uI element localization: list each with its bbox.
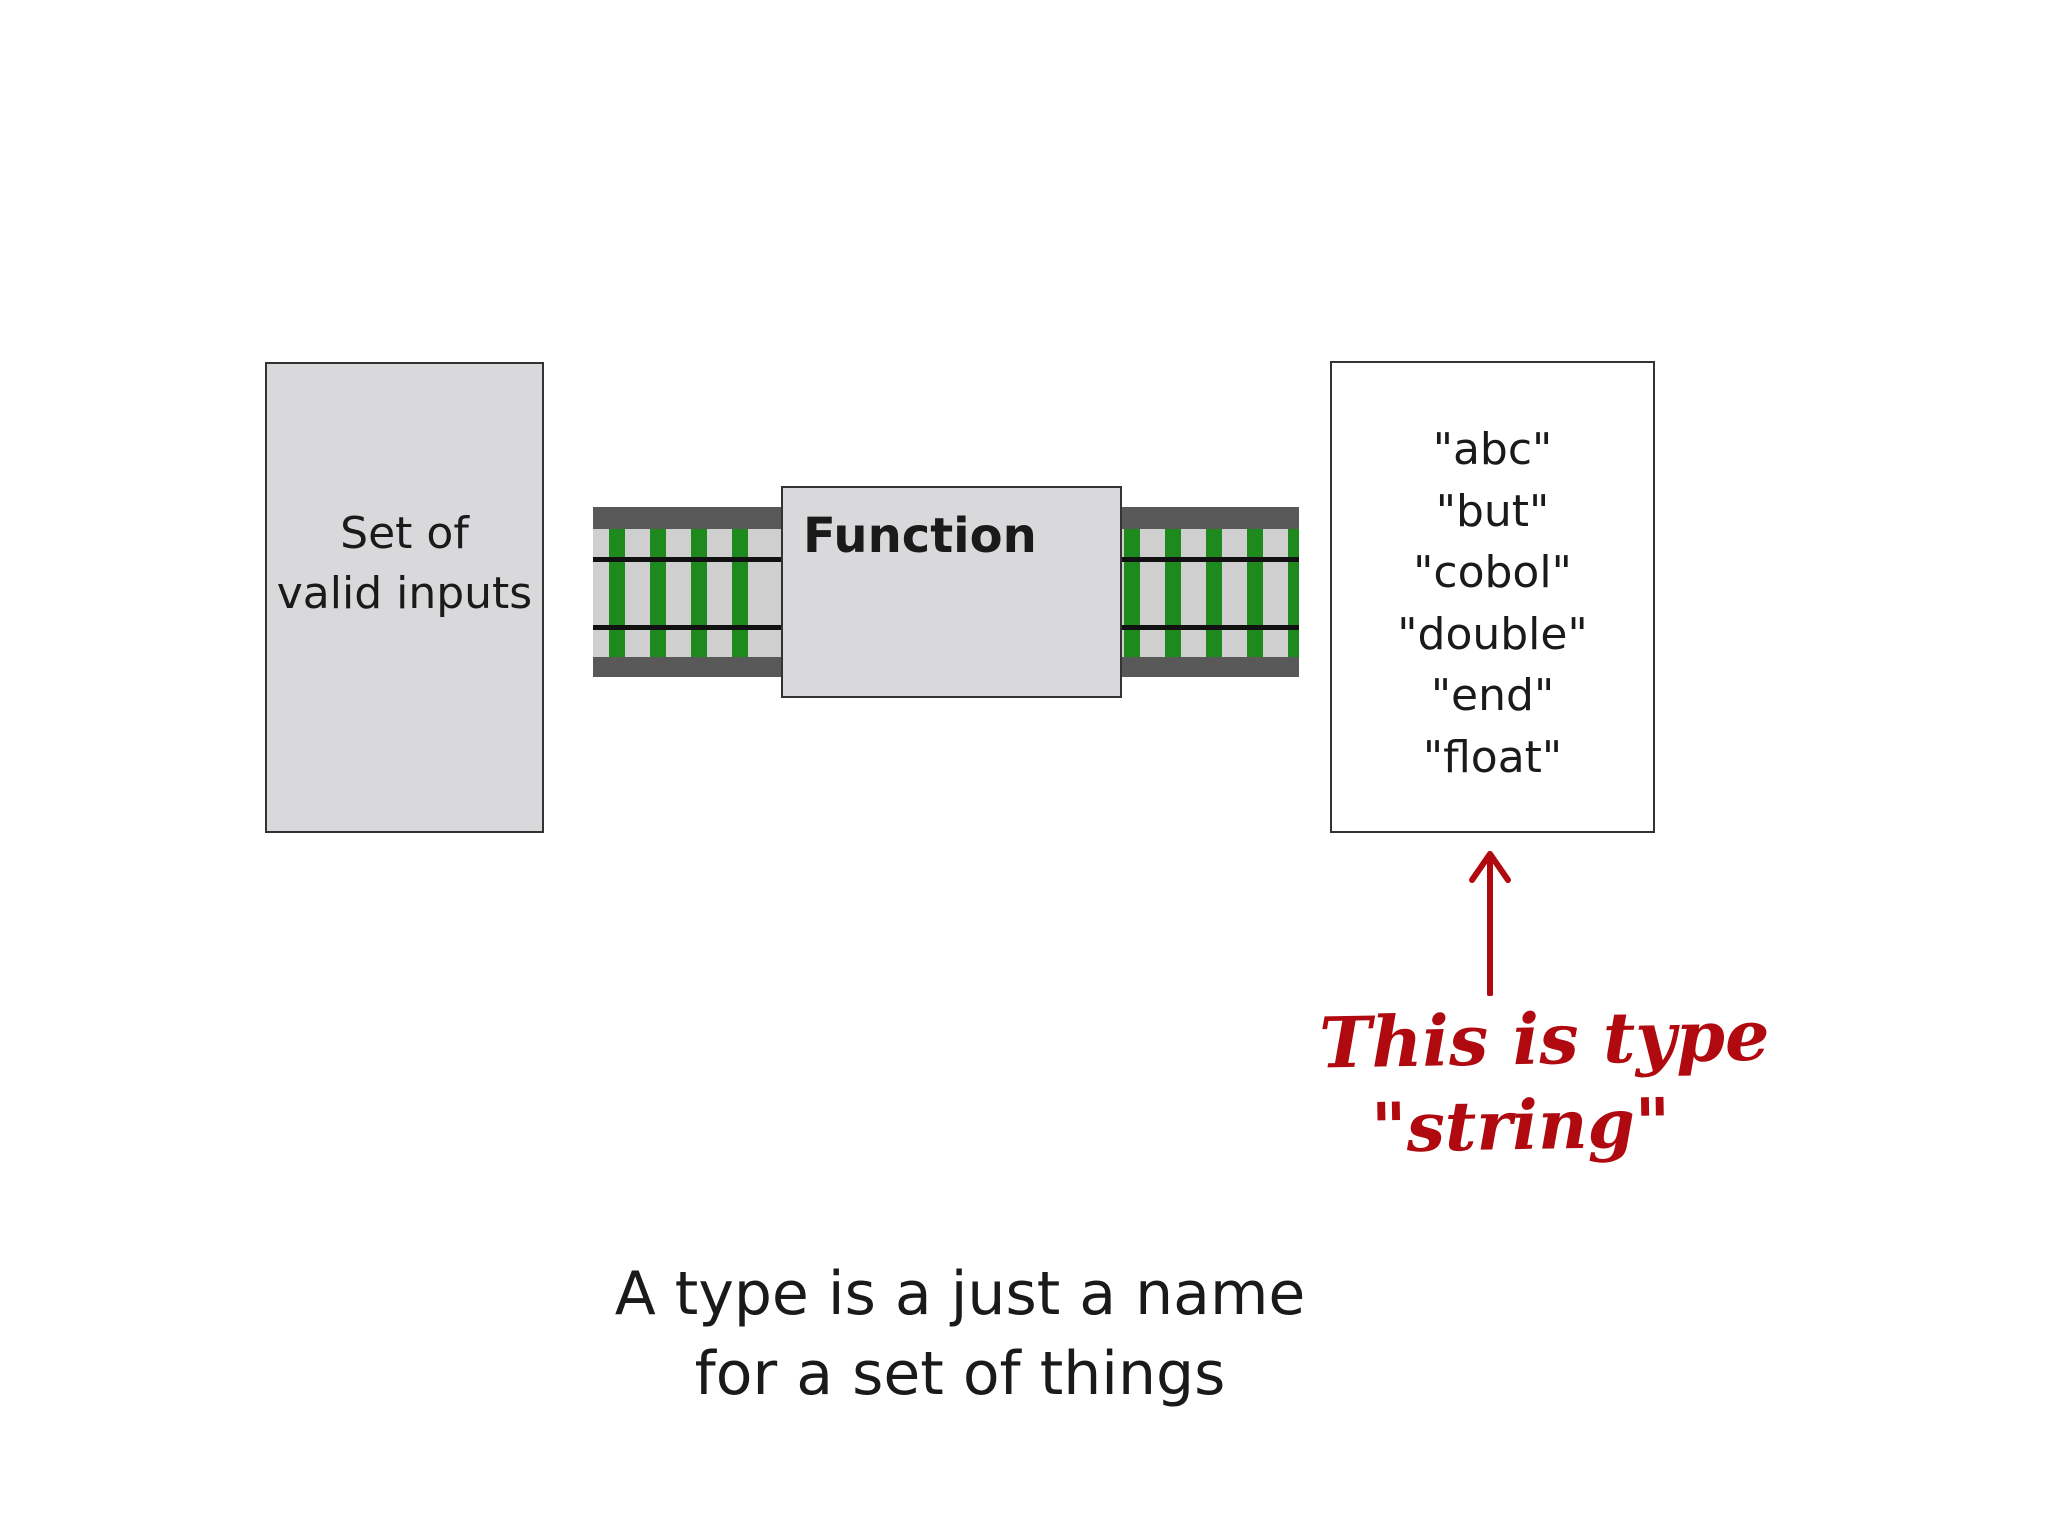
output-set-item: "double" (1397, 608, 1588, 660)
type-annotation-line2: "string" (1370, 1083, 1672, 1169)
type-annotation: This is type "string" (1318, 992, 1771, 1171)
railway-track-right-graphic (1120, 507, 1299, 677)
output-set-item: "float" (1422, 731, 1563, 783)
railway-track-left (593, 507, 783, 677)
input-set-box: Set of valid inputs (265, 362, 544, 833)
input-set-label: Set of valid inputs (267, 504, 542, 624)
slide-caption-line1: A type is a just a name (614, 1259, 1306, 1329)
type-annotation-line1: This is type (1318, 993, 1771, 1085)
function-label: Function (803, 508, 1037, 564)
slide-caption-line2: for a set of things (694, 1339, 1226, 1409)
railway-track-left-graphic (593, 507, 783, 677)
slide-caption: A type is a just a name for a set of thi… (560, 1254, 1360, 1414)
input-set-label-line2: valid inputs (276, 568, 533, 619)
output-set-item: "end" (1430, 670, 1555, 721)
railway-track-right (1120, 507, 1299, 677)
up-arrow-icon (1469, 851, 1511, 996)
input-set-label-line1: Set of (340, 508, 469, 559)
output-set-item: "cobol" (1413, 547, 1572, 598)
output-set-item: "abc" (1432, 424, 1553, 475)
function-box: Function (781, 486, 1122, 698)
output-set-item: "but" (1435, 485, 1550, 537)
output-set-list: "abc" "but" "cobol" "double" "end" "floa… (1332, 419, 1653, 788)
output-set-box: "abc" "but" "cobol" "double" "end" "floa… (1330, 361, 1655, 833)
